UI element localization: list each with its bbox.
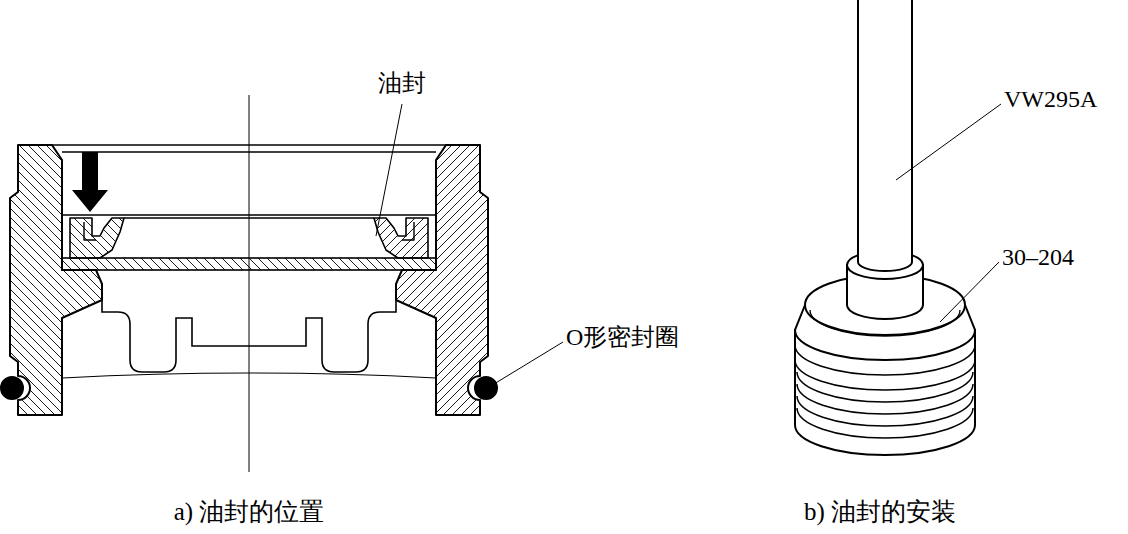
installer-tool	[795, 0, 975, 455]
drawing-part	[52, 144, 446, 146]
drawing-part	[797, 384, 973, 414]
drawing-part	[797, 372, 973, 402]
inner-castellation	[102, 300, 396, 372]
drawing-part	[1, 377, 23, 399]
part-label: 油封	[378, 70, 426, 96]
subfigure-caption: a) 油封的位置	[174, 498, 325, 526]
tool-label: VW295A	[1004, 86, 1097, 112]
part-label: O形密封圈	[566, 324, 679, 350]
housing-rim	[52, 145, 446, 152]
subfigure-caption: b) 油封的安装	[804, 498, 956, 526]
drawing-part	[70, 218, 124, 258]
drawing-part	[374, 145, 497, 415]
tool-label: 30–204	[1002, 244, 1074, 270]
oil-seal	[62, 215, 436, 270]
leader-line	[896, 104, 1001, 180]
leader-line	[494, 342, 563, 384]
drawing-part	[795, 360, 975, 390]
drawing-part	[62, 258, 436, 270]
housing-half	[1, 145, 124, 415]
drawing-part	[124, 217, 374, 219]
drawing-part	[858, 0, 912, 271]
drawing-part	[797, 396, 973, 426]
leader-line	[376, 104, 402, 236]
drawing-part	[62, 151, 436, 153]
leader-line	[940, 262, 999, 322]
press-arrow	[72, 152, 108, 212]
drawing-part	[797, 408, 973, 438]
drawing-part	[84, 222, 96, 240]
inner-edge	[62, 373, 436, 378]
